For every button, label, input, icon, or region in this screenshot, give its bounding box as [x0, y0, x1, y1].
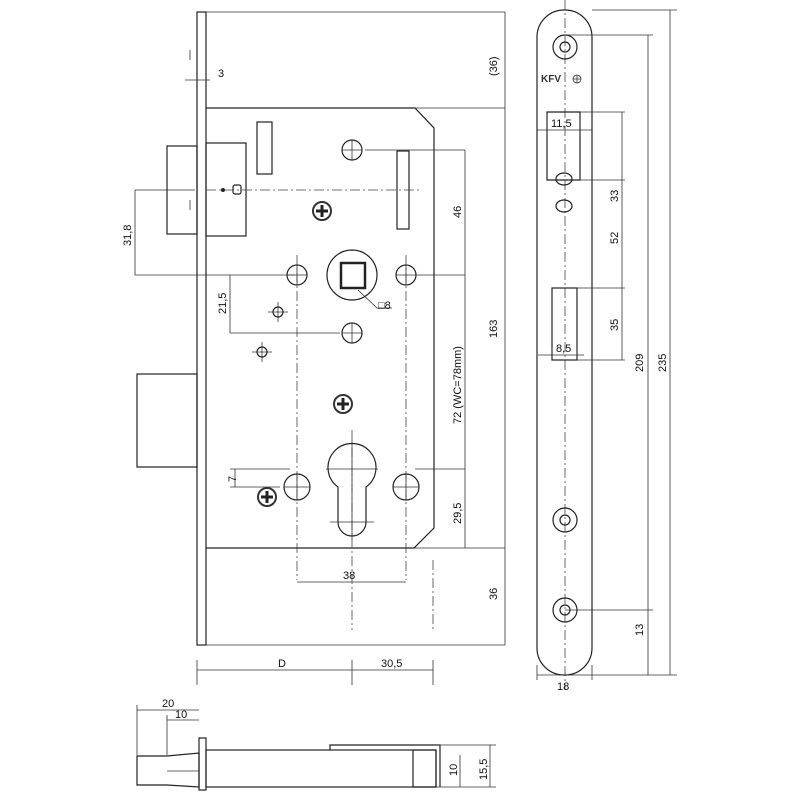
dim-11-5: 11,5 — [551, 118, 572, 130]
dim-209: 209 — [634, 354, 646, 372]
deadbolt — [136, 373, 198, 468]
slot — [256, 121, 273, 175]
dim-latch-height: 31,8 — [122, 225, 134, 246]
dim-33: 33 — [609, 190, 621, 202]
dim-235: 235 — [657, 354, 669, 372]
dim-35: 35 — [609, 319, 621, 331]
dim-spindle-square: □8 — [378, 300, 391, 312]
dim-46: 46 — [452, 206, 464, 218]
spindle-square — [339, 261, 367, 290]
dim-top-offset: (36) — [488, 56, 500, 76]
cylinder-cutout — [327, 442, 377, 537]
bolt-opening — [551, 287, 578, 361]
dim-7: 7 — [227, 476, 239, 482]
dim-38: 38 — [343, 570, 355, 582]
screw-icons — [257, 201, 353, 507]
spindle-hub — [326, 249, 378, 301]
dimension-lines — [134, 12, 506, 685]
dim-backset: D — [278, 658, 286, 670]
dim-163: 163 — [488, 320, 500, 338]
dim-wc: 72 (WC=78mm) — [452, 346, 464, 424]
dim-29-5: 29,5 — [452, 503, 464, 524]
dim-13: 13 — [634, 624, 646, 636]
dim-36: 36 — [488, 588, 500, 600]
dim-30-5: 30,5 — [381, 658, 402, 670]
dim-20: 20 — [162, 698, 174, 710]
kfv-logo: KFV — [541, 74, 561, 85]
dim-faceplate-thickness: 3 — [218, 68, 224, 80]
dim-18: 18 — [557, 681, 569, 693]
dim-21-5: 21,5 — [217, 293, 229, 314]
dim-52: 52 — [609, 232, 621, 244]
lock-case — [206, 107, 435, 549]
dim-8-5: 8,5 — [556, 343, 571, 355]
dim-15-5: 15,5 — [478, 759, 490, 780]
dim-10-body: 10 — [448, 764, 460, 776]
bottom-view — [136, 705, 496, 791]
faceplate — [196, 11, 207, 646]
mounting-holes — [252, 139, 420, 501]
dim-10-latch: 10 — [175, 709, 187, 721]
